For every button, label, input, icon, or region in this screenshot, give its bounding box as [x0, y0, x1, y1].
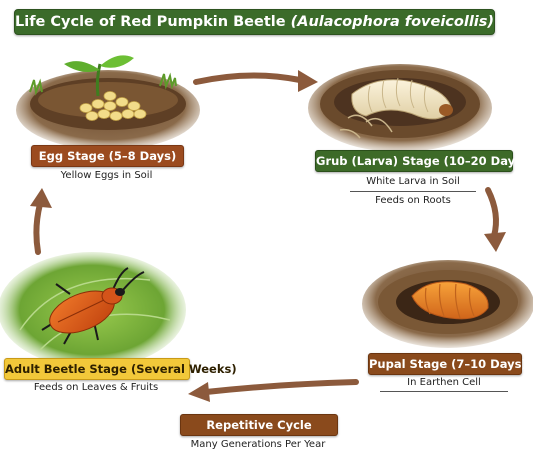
grub-divider [350, 191, 476, 192]
egg-stage-desc: Yellow Eggs in Soil [31, 170, 182, 181]
arrow-egg-to-grub [196, 75, 300, 82]
arrow-adult-to-egg [36, 204, 40, 252]
title-main: Life Cycle of Red Pumpkin Beetle [15, 14, 286, 30]
title-scientific-name: (Aulacophora foveicollis) [291, 14, 494, 30]
pupal-divider [380, 391, 508, 392]
grub-illustration [308, 64, 492, 152]
pupal-stage-desc: In Earthen Cell [368, 377, 520, 388]
grub-stage-desc-2: Feeds on Roots [315, 195, 511, 206]
repetitive-cycle-desc: Many Generations Per Year [180, 439, 336, 450]
pupa-illustration [362, 260, 533, 348]
egg-stage-label: Egg Stage (5–8 Days) [31, 145, 184, 167]
pupal-stage-label: Pupal Stage (7–10 Days) [368, 353, 522, 375]
arrow-pupa-to-adult [206, 382, 356, 392]
grub-stage-desc-1: White Larva in Soil [315, 176, 511, 187]
adult-beetle-illustration [0, 252, 186, 368]
egg-illustration [16, 55, 200, 150]
adult-stage-label: Adult Beetle Stage (Several Weeks) [4, 358, 190, 380]
diagram-title: Life Cycle of Red Pumpkin Beetle (Aulaco… [14, 9, 495, 35]
repetitive-cycle-label: Repetitive Cycle [180, 414, 338, 436]
grub-stage-label: Grub (Larva) Stage (10–20 Days) [315, 150, 513, 172]
adult-stage-desc: Feeds on Leaves & Fruits [4, 382, 188, 393]
